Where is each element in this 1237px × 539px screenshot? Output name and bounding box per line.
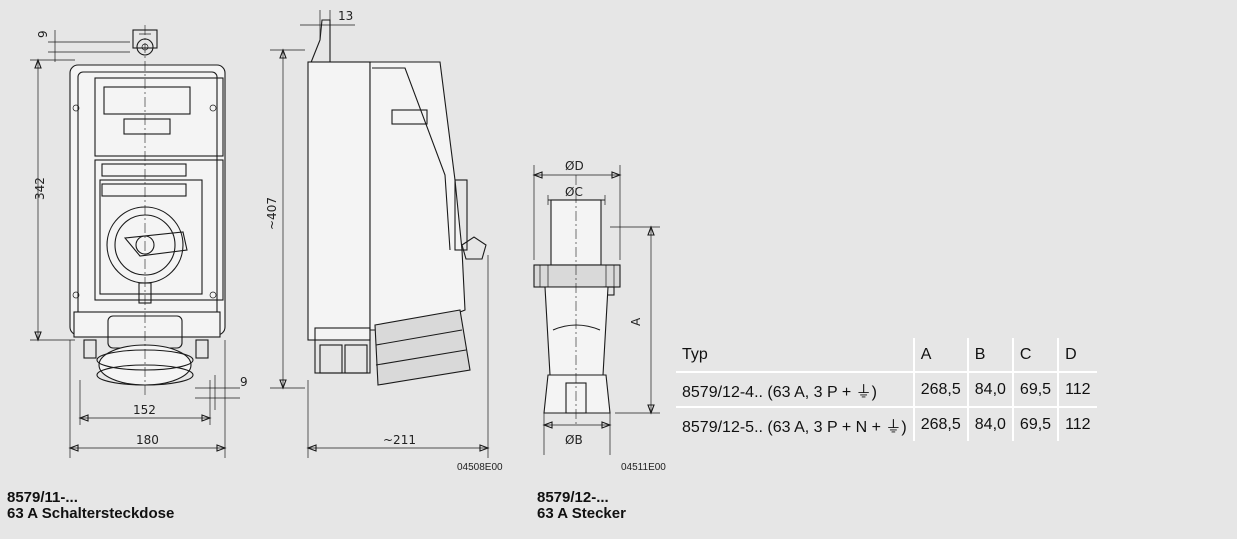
dim-9-top: 9 [36, 30, 50, 38]
drawing-code-plug: 04511E00 [621, 462, 666, 473]
dim-180: 180 [136, 433, 159, 447]
front-view: 342 9 9 152 180 [30, 25, 248, 458]
dim-13: 13 [338, 9, 353, 23]
caption-plug-model: 8579/12-... [537, 489, 609, 506]
col-a: A [912, 338, 968, 373]
caption-plug: 8579/12-... 63 A Stecker [537, 490, 626, 522]
dim-152: 152 [133, 403, 156, 417]
drawing-code-socket: 04508E00 [457, 462, 503, 473]
dim-oc: ØC [565, 185, 583, 199]
cell-b: 84,0 [966, 372, 1013, 407]
col-b: B [966, 338, 1013, 373]
caption-socket: 8579/11-... 63 A Schaltersteckdose [7, 490, 174, 522]
caption-socket-desc: 63 A Schaltersteckdose [7, 505, 175, 522]
dim-ob: ØB [565, 433, 583, 447]
dim-407: ~407 [265, 197, 279, 230]
dim-342: 342 [33, 177, 47, 200]
table-header-row: Typ A B C D [676, 338, 1097, 373]
dim-9-right: 9 [240, 375, 248, 389]
dimension-table: Typ A B C D 8579/12-4.. (63 A, 3 P + ⏚) … [676, 338, 1097, 441]
cell-d: 112 [1057, 406, 1097, 441]
dim-od: ØD [565, 159, 584, 173]
side-view: 13 ~407 ~211 04508E00 [265, 9, 503, 473]
plug-view: ØD ØC A ØB 04511E00 [532, 159, 666, 473]
col-c: C [1011, 338, 1059, 373]
cell-d: 112 [1057, 372, 1097, 407]
dim-a: A [629, 317, 643, 326]
cell-a: 268,5 [912, 372, 968, 407]
cell-b: 84,0 [966, 406, 1013, 441]
col-d: D [1057, 338, 1097, 373]
cell-c: 69,5 [1011, 406, 1059, 441]
table-row: 8579/12-5.. (63 A, 3 P + N + ⏚) 268,5 84… [676, 406, 1097, 441]
cell-a: 268,5 [912, 406, 968, 441]
cell-typ: 8579/12-5.. (63 A, 3 P + N + ⏚) [676, 406, 914, 441]
cell-typ: 8579/12-4.. (63 A, 3 P + ⏚) [682, 383, 877, 401]
dim-211: ~211 [383, 433, 416, 447]
table-row: 8579/12-4.. (63 A, 3 P + ⏚) 268,5 84,0 6… [676, 372, 1097, 407]
caption-plug-desc: 63 A Stecker [537, 505, 626, 522]
col-typ: Typ [676, 338, 914, 373]
cell-c: 69,5 [1011, 372, 1059, 407]
caption-socket-model: 8579/11-... [7, 489, 78, 506]
